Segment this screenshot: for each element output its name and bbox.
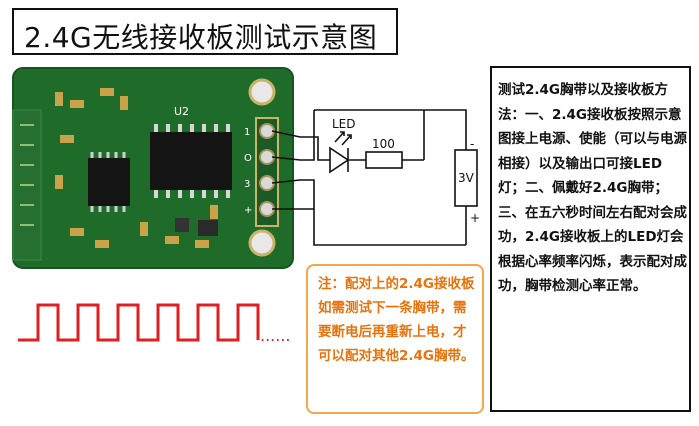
title-box: 2.4G无线接收板测试示意图 (12, 8, 398, 55)
wiring (271, 109, 478, 246)
page-title: 2.4G无线接收板测试示意图 (24, 21, 378, 54)
chip-label: U2 (174, 105, 189, 118)
pulse-waveform (18, 303, 260, 342)
instructions-box: 测试2.4G胸带以及接收板方法：一、2.4G接收板按照示意图接上电源、使能（可以… (490, 66, 691, 412)
mounting-hole-top (248, 78, 276, 106)
pcb-board (12, 67, 294, 269)
battery-plus-label: + (470, 211, 480, 225)
pin-label-4: + (244, 205, 252, 216)
battery-label: 3V (458, 171, 475, 185)
mounting-hole-bottom (248, 229, 276, 257)
waveform-dots: ...... (260, 326, 291, 345)
resistor-label: 100 (372, 137, 395, 151)
battery-minus-label: - (470, 137, 474, 151)
pin-label-3: 3 (244, 179, 250, 190)
instructions-text: 测试2.4G胸带以及接收板方法：一、2.4G接收板按照示意图接上电源、使能（可以… (498, 82, 687, 294)
pin-label-2: O (244, 153, 252, 164)
pin-label-1: 1 (244, 127, 250, 138)
note-text: 注：配对上的2.4G接收板如需测试下一条胸带，需要断电后再重新上电，才可以配对其… (318, 276, 475, 364)
ic-small (88, 158, 130, 206)
ic-main (150, 132, 232, 190)
note-box: 注：配对上的2.4G接收板如需测试下一条胸带，需要断电后再重新上电，才可以配对其… (306, 264, 484, 414)
led-label: LED (332, 117, 356, 131)
